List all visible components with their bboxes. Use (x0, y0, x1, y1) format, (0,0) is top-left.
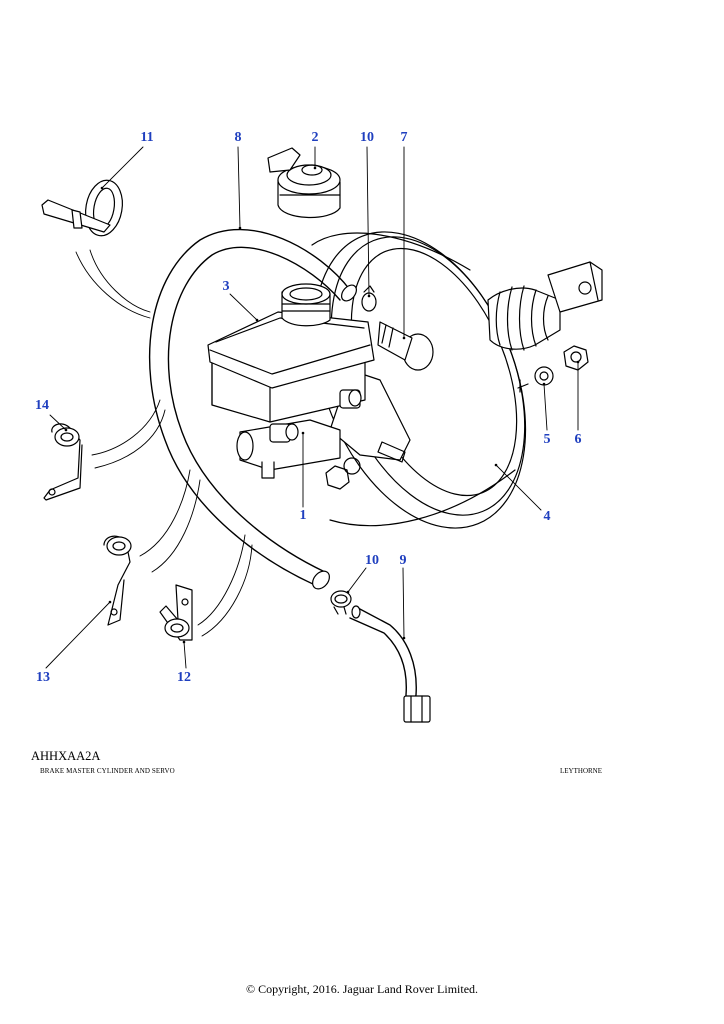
push-rod-illustration (487, 261, 603, 351)
cable-tie-illustration (41, 179, 123, 237)
hose-clip-12-illustration (159, 584, 193, 641)
callout-8: 8 (234, 130, 242, 145)
clip-guide-lines (75, 249, 253, 637)
reservoir-cap-illustration (267, 147, 341, 219)
callout-10-lower: 10 (365, 553, 379, 568)
leader-lines (45, 146, 579, 669)
callout-12: 12 (177, 670, 191, 685)
leader-dots (64, 166, 580, 644)
callout-10-upper: 10 (360, 130, 374, 145)
illustration-caption: BRAKE MASTER CYLINDER AND SERVO (40, 767, 175, 775)
callout-5: 5 (543, 432, 551, 447)
callout-6: 6 (574, 432, 582, 447)
illustration-location: LEYTHORNE (560, 767, 602, 775)
bracket-nut-illustration (325, 457, 361, 490)
callout-4: 4 (543, 509, 551, 524)
callout-2: 2 (311, 130, 319, 145)
illustration-code: AHHXAA2A (31, 749, 101, 763)
callout-13: 13 (36, 670, 50, 685)
fluid-reservoir-illustration (207, 283, 375, 389)
non-return-valve-illustration (377, 321, 434, 371)
callout-9: 9 (399, 553, 407, 568)
hose-clip-14-illustration (43, 423, 83, 501)
washer-illustration (534, 366, 554, 386)
hose-clip-13-illustration (103, 535, 132, 626)
callout-1: 1 (299, 508, 307, 523)
pipe-assembly-illustration (349, 605, 431, 723)
callout-3: 3 (222, 279, 230, 294)
hose-clip-lower-illustration (330, 590, 352, 615)
copyright-notice: © Copyright, 2016. Jaguar Land Rover Lim… (245, 982, 479, 996)
callout-7: 7 (400, 130, 408, 145)
nut-illustration (563, 345, 589, 371)
callout-14: 14 (35, 398, 49, 413)
callout-11: 11 (140, 130, 154, 145)
vacuum-hose-illustration (149, 228, 357, 590)
